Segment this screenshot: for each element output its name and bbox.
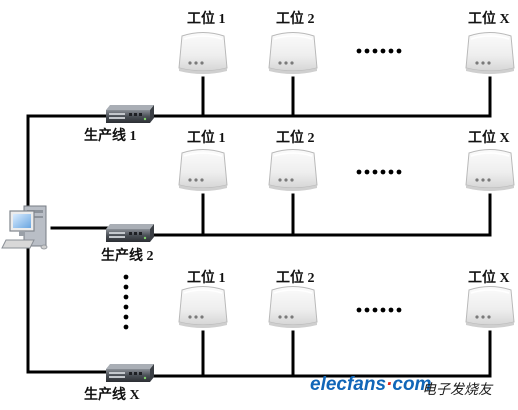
drops-row-2 [201, 193, 492, 237]
station-label: 工位 X [468, 271, 510, 286]
station-label: 工位 2 [276, 12, 315, 27]
production-line-label: 生产线 1 [84, 129, 137, 144]
access-point-icon [178, 148, 228, 192]
servers [106, 105, 154, 382]
access-point-icon [465, 285, 515, 329]
station-label: 工位 1 [187, 131, 226, 146]
access-points [178, 31, 515, 329]
computer-icon [1, 205, 48, 250]
server-icon [106, 105, 154, 123]
left-trunk-upper [26, 114, 112, 234]
station-label: 工位 1 [187, 271, 226, 286]
station-label: 工位 2 [276, 271, 315, 286]
ellipsis-dots-icon [356, 169, 402, 175]
station-label: 工位 2 [276, 131, 315, 146]
watermark-brand: elecfans [310, 374, 387, 395]
station-label: 工位 X [468, 131, 510, 146]
left-trunk-lower [26, 248, 112, 374]
access-point-icon [178, 285, 228, 329]
station-label: 工位 X [468, 12, 510, 27]
drops-row-x [201, 330, 492, 378]
watermark-dot: · [386, 374, 393, 395]
production-line-label: 生产线 X [84, 388, 140, 403]
server-icon [106, 364, 154, 382]
watermark-chinese: 电子发烧友 [422, 382, 492, 398]
watermark-logo: elecfans·com [310, 374, 431, 396]
watermark-suffix: com [392, 374, 432, 395]
ellipsis-dots-icon [356, 307, 402, 313]
station-ellipsis [123, 48, 402, 330]
access-point-icon [268, 148, 318, 192]
server-icon [106, 224, 154, 242]
access-point-icon [465, 148, 515, 192]
wiring [26, 76, 492, 378]
production-line-label: 生产线 2 [101, 249, 154, 264]
station-label: 工位 1 [187, 12, 226, 27]
access-point-icon [178, 31, 228, 75]
drops-row-1 [201, 76, 492, 118]
vertical-ellipsis-icon [123, 274, 129, 330]
access-point-icon [268, 285, 318, 329]
access-point-icon [268, 31, 318, 75]
access-point-icon [465, 31, 515, 75]
ellipsis-dots-icon [356, 48, 402, 54]
